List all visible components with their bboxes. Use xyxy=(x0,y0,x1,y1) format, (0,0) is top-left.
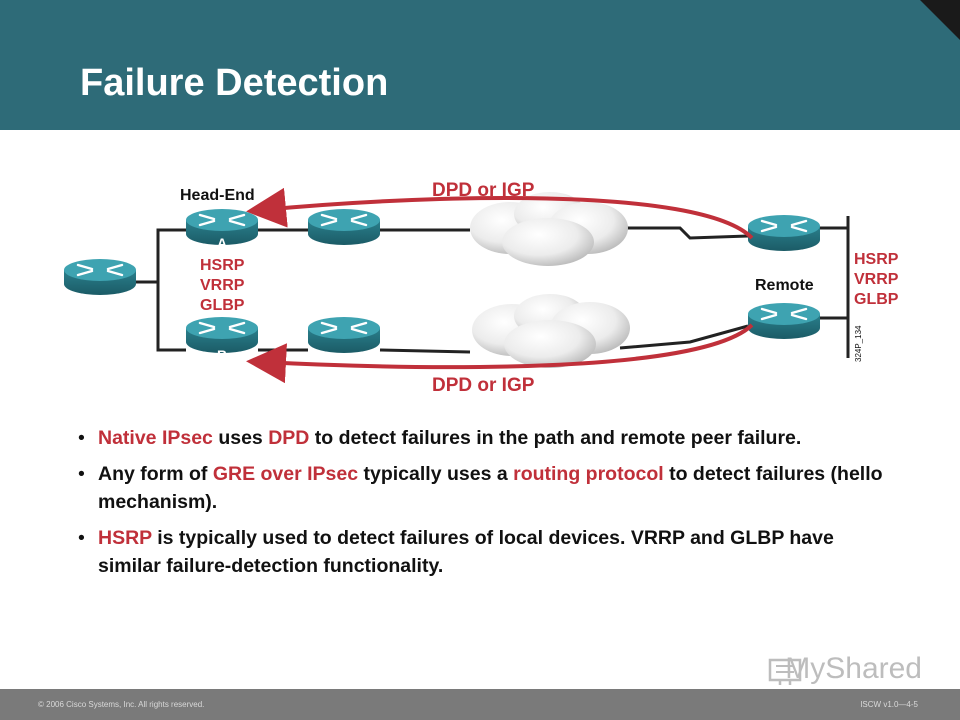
wan-cloud-top xyxy=(470,192,628,266)
bullet-dot-icon: • xyxy=(78,527,85,549)
bullet-text: typically uses a xyxy=(358,463,514,485)
dpd-label-bottom: DPD or IGP xyxy=(432,375,535,396)
slide-title: Failure Detection xyxy=(80,62,389,104)
head-end-label: Head-End xyxy=(180,187,255,204)
left-protocol-glbp: GLBP xyxy=(200,297,245,314)
bullet-item: • HSRP is typically used to detect failur… xyxy=(78,524,898,580)
bullet-text: is typically used to detect failures of … xyxy=(98,527,834,577)
router-b-label: B xyxy=(217,347,227,363)
title-bar: Failure Detection xyxy=(0,0,960,130)
brand-watermark: MyShared xyxy=(785,652,922,685)
wan-router-top-icon xyxy=(306,207,382,247)
bullet-highlight-text: DPD xyxy=(268,427,310,449)
bullet-highlight-text: HSRP xyxy=(98,527,152,549)
brand-logo-icon xyxy=(768,658,802,685)
dpd-arrow-bottom xyxy=(246,323,754,384)
bullet-dot-icon: • xyxy=(78,463,85,485)
network-diagram: Head-End A B Remote HSRP VRRP GLBP HSRP … xyxy=(62,180,899,396)
bullet-item: • Any form of GRE over IPsec typically us… xyxy=(78,460,898,516)
lan-router-icon xyxy=(62,257,138,297)
figure-id: 324P_134 xyxy=(854,325,863,362)
corner-fold-icon xyxy=(920,0,960,40)
bullet-text: to detect failures in the path and remot… xyxy=(309,427,802,449)
wan-router-bottom-icon xyxy=(306,315,382,355)
bullet-highlight-text: routing protocol xyxy=(513,463,664,485)
remote-router-top-icon xyxy=(746,213,822,253)
left-protocol-vrrp: VRRP xyxy=(200,277,245,294)
bullet-highlight-text: Native IPsec xyxy=(98,427,213,449)
bullet-list: • Native IPsec uses DPD to detect failure… xyxy=(78,424,898,588)
footer-bar: © 2006 Cisco Systems, Inc. All rights re… xyxy=(0,689,960,720)
bullet-dot-icon: • xyxy=(78,427,85,449)
remote-router-bottom-icon xyxy=(746,301,822,341)
router-a-label: A xyxy=(217,235,227,251)
remote-label: Remote xyxy=(755,277,814,294)
right-protocol-hsrp: HSRP xyxy=(854,251,899,268)
dpd-label-top: DPD or IGP xyxy=(432,180,535,201)
right-protocol-glbp: GLBP xyxy=(854,291,899,308)
copyright-text: © 2006 Cisco Systems, Inc. All rights re… xyxy=(38,700,205,709)
wan-cloud-bottom xyxy=(472,294,630,368)
bullet-text: Any form of xyxy=(98,463,213,485)
bullet-highlight-text: GRE over IPsec xyxy=(212,463,359,485)
bullet-text: uses xyxy=(212,427,269,449)
dpd-arrow-top xyxy=(246,187,754,240)
left-protocol-hsrp: HSRP xyxy=(200,257,245,274)
bullet-item: • Native IPsec uses DPD to detect failure… xyxy=(78,424,898,452)
bullet-text: to detect failures (hello mechanism). xyxy=(98,463,883,513)
right-protocol-vrrp: VRRP xyxy=(854,271,899,288)
slide-id: ISCW v1.0—4-5 xyxy=(860,700,918,709)
